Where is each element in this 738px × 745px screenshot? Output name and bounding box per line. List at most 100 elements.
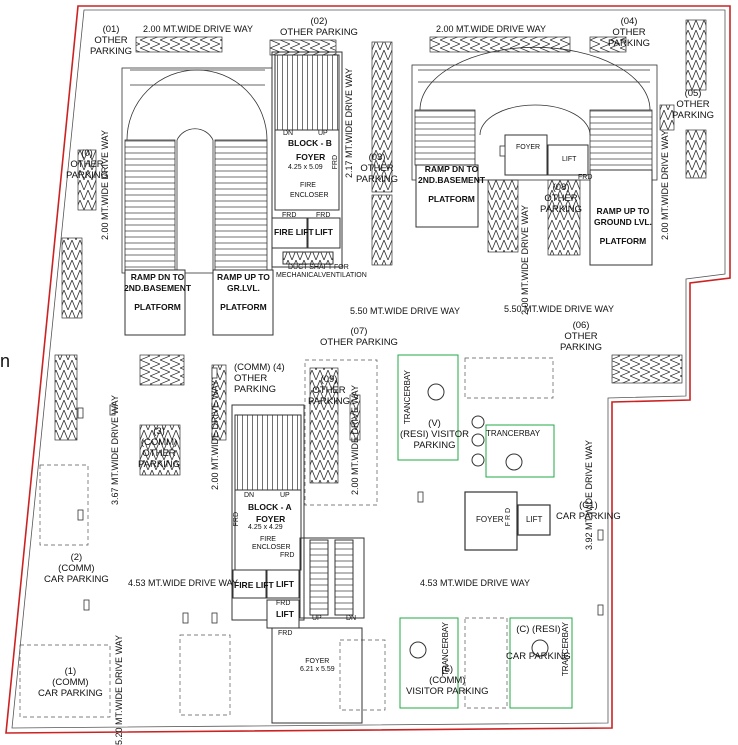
top-parking-strip-4 xyxy=(589,36,627,53)
right-ramp-platform-dn xyxy=(415,164,479,228)
driveway-200b: 2.00 MT.WIDE DRIVE WAY xyxy=(210,380,220,491)
block-b-vent2: MECHANICALVENTILATION xyxy=(276,272,367,279)
parking-bay-right-06 xyxy=(464,357,554,399)
driveway-550a: 5.50 MT.WIDE DRIVE WAY xyxy=(350,306,461,316)
lift-top-room xyxy=(547,144,589,176)
mid-parking-strip-09 xyxy=(309,367,339,484)
driveway-392: 3.92 MT.WIDE DRIVE WAY xyxy=(584,440,594,551)
driveway-top-left: 2.00 MT.WIDE DRIVE WAY xyxy=(143,24,254,34)
central-stair-core xyxy=(299,537,365,619)
block-a-encloser: ENCLOSER xyxy=(252,544,291,551)
right-ramp-parking-strip xyxy=(487,179,519,253)
left-parking-strip-3 xyxy=(54,354,78,441)
p09-type: OTHER xyxy=(312,385,346,396)
p08-type: OTHER xyxy=(544,193,578,204)
driveway-367: 3.67 MT.WIDE DRIVE WAY xyxy=(110,395,120,506)
pv-b: PARKING xyxy=(413,440,456,451)
driveway-550b: 5.50 MT.WIDE DRIVE WAY xyxy=(504,304,615,314)
block-b-up: UP xyxy=(318,130,328,137)
p1-a: (COMM) xyxy=(52,677,89,688)
top-parking-strip-1 xyxy=(135,36,223,53)
parking-label-c: (C) (RESI)CAR PARKING xyxy=(506,624,571,662)
p03-sub: PARKING xyxy=(356,174,399,185)
p05-type: OTHER xyxy=(676,99,710,110)
p3-b: OTHER xyxy=(142,448,176,459)
p06-sub: PARKING xyxy=(560,342,603,353)
foyer-bottom-name: FOYER xyxy=(305,658,330,665)
left-parking-strip-top xyxy=(77,149,97,211)
parking-bay-bottom-a xyxy=(179,634,231,716)
driveway-200a: 2.00 MT.WIDE DRIVE WAY xyxy=(520,205,530,316)
p04-sub: PARKING xyxy=(608,38,651,49)
block-b-fire-lift: FIRE LIFT xyxy=(274,227,314,237)
foyer-bottom-room xyxy=(271,627,363,724)
mid-parking-strip-4 xyxy=(211,364,227,441)
p09-sub: PARKING xyxy=(308,396,351,407)
p03-type: OTHER xyxy=(360,163,394,174)
block-b-core xyxy=(271,51,343,268)
left-ramp-platform-up xyxy=(212,269,274,336)
mid-parking-strip-3b xyxy=(139,424,181,476)
left-ramp-up-b: GR.LVL. xyxy=(227,283,260,293)
p2-num: (2) xyxy=(70,552,83,563)
pc-a: CAR PARKING xyxy=(506,651,571,662)
right-ramp-dn-c: PLATFORM xyxy=(428,194,475,204)
right-ramp xyxy=(411,46,658,181)
parking-label-02: (02)OTHER PARKING xyxy=(280,16,358,38)
driveway-200c: 2.00 MT.WIDE DRIVE WAY xyxy=(350,385,360,496)
block-b-lift: LIFT xyxy=(315,227,333,237)
p05-num: (05) xyxy=(684,88,702,99)
driveway-217: 2.17 MT.WIDE DRIVE WAY xyxy=(344,68,354,179)
left-ramp xyxy=(121,67,273,274)
foyer-top-label: FOYER xyxy=(516,144,541,151)
block-a-dn: DN xyxy=(244,492,255,499)
pc1-num: (C1) xyxy=(579,500,598,511)
mid-parking-strip-3 xyxy=(139,354,185,386)
foyer-bottom-size: 6.21 x 5.59 xyxy=(300,666,335,673)
driveway-520: 5.20 MT.WIDE DRIVE WAY xyxy=(114,635,124,745)
top-parking-strip-3 xyxy=(429,36,571,53)
p02-num: (02) xyxy=(310,16,328,27)
block-b-frd1: FRD xyxy=(282,212,297,219)
right-ramp-up-c: PLATFORM xyxy=(599,236,647,246)
right-ramp-platform-up xyxy=(589,169,653,266)
block-a-frd2: FRD xyxy=(276,600,291,607)
parking-label-07: (07)OTHER PARKING xyxy=(320,326,398,348)
left-ramp-up-c: PLATFORM xyxy=(220,302,267,312)
block-a-up: UP xyxy=(280,492,290,499)
left-ramp-platform-dn xyxy=(124,269,186,336)
p07-type: OTHER PARKING xyxy=(320,337,398,348)
block-b-dn: DN xyxy=(283,130,294,137)
right-ramp-up-b: GROUND LVL. xyxy=(594,217,652,227)
p08-num: (08) xyxy=(552,182,570,193)
right-parking-strip-3 xyxy=(659,104,675,131)
block-b-foyer: FOYER xyxy=(296,152,326,162)
block-a-frd: FRD xyxy=(280,552,295,559)
p2-b: CAR PARKING xyxy=(44,574,109,585)
p5-num: (5) xyxy=(441,664,454,675)
p5-a: (COMM) xyxy=(429,675,466,686)
block-a-lift: LIFT xyxy=(276,579,294,589)
right-parking-strip-06 xyxy=(611,354,683,384)
lift-mid-label: LIFT xyxy=(526,515,543,524)
p3-a: (COMM) xyxy=(140,437,178,448)
block-a-fire-lift: FIRE LIFT xyxy=(234,580,274,590)
p06-num: (06) xyxy=(572,320,590,331)
parking-bay-5 xyxy=(399,617,459,709)
p1-b: CAR PARKING xyxy=(38,688,103,699)
p0-sub: PARKING xyxy=(66,170,109,181)
parking-bay-c xyxy=(509,617,573,709)
pv-a: (RESI) VISITOR xyxy=(400,429,469,440)
p07-num: (07) xyxy=(350,326,368,337)
block-b-vent: DUCT SHAFT FOR xyxy=(288,264,349,271)
p06-type: OTHER xyxy=(564,331,598,342)
mid-parking-strip-03 xyxy=(371,41,393,193)
